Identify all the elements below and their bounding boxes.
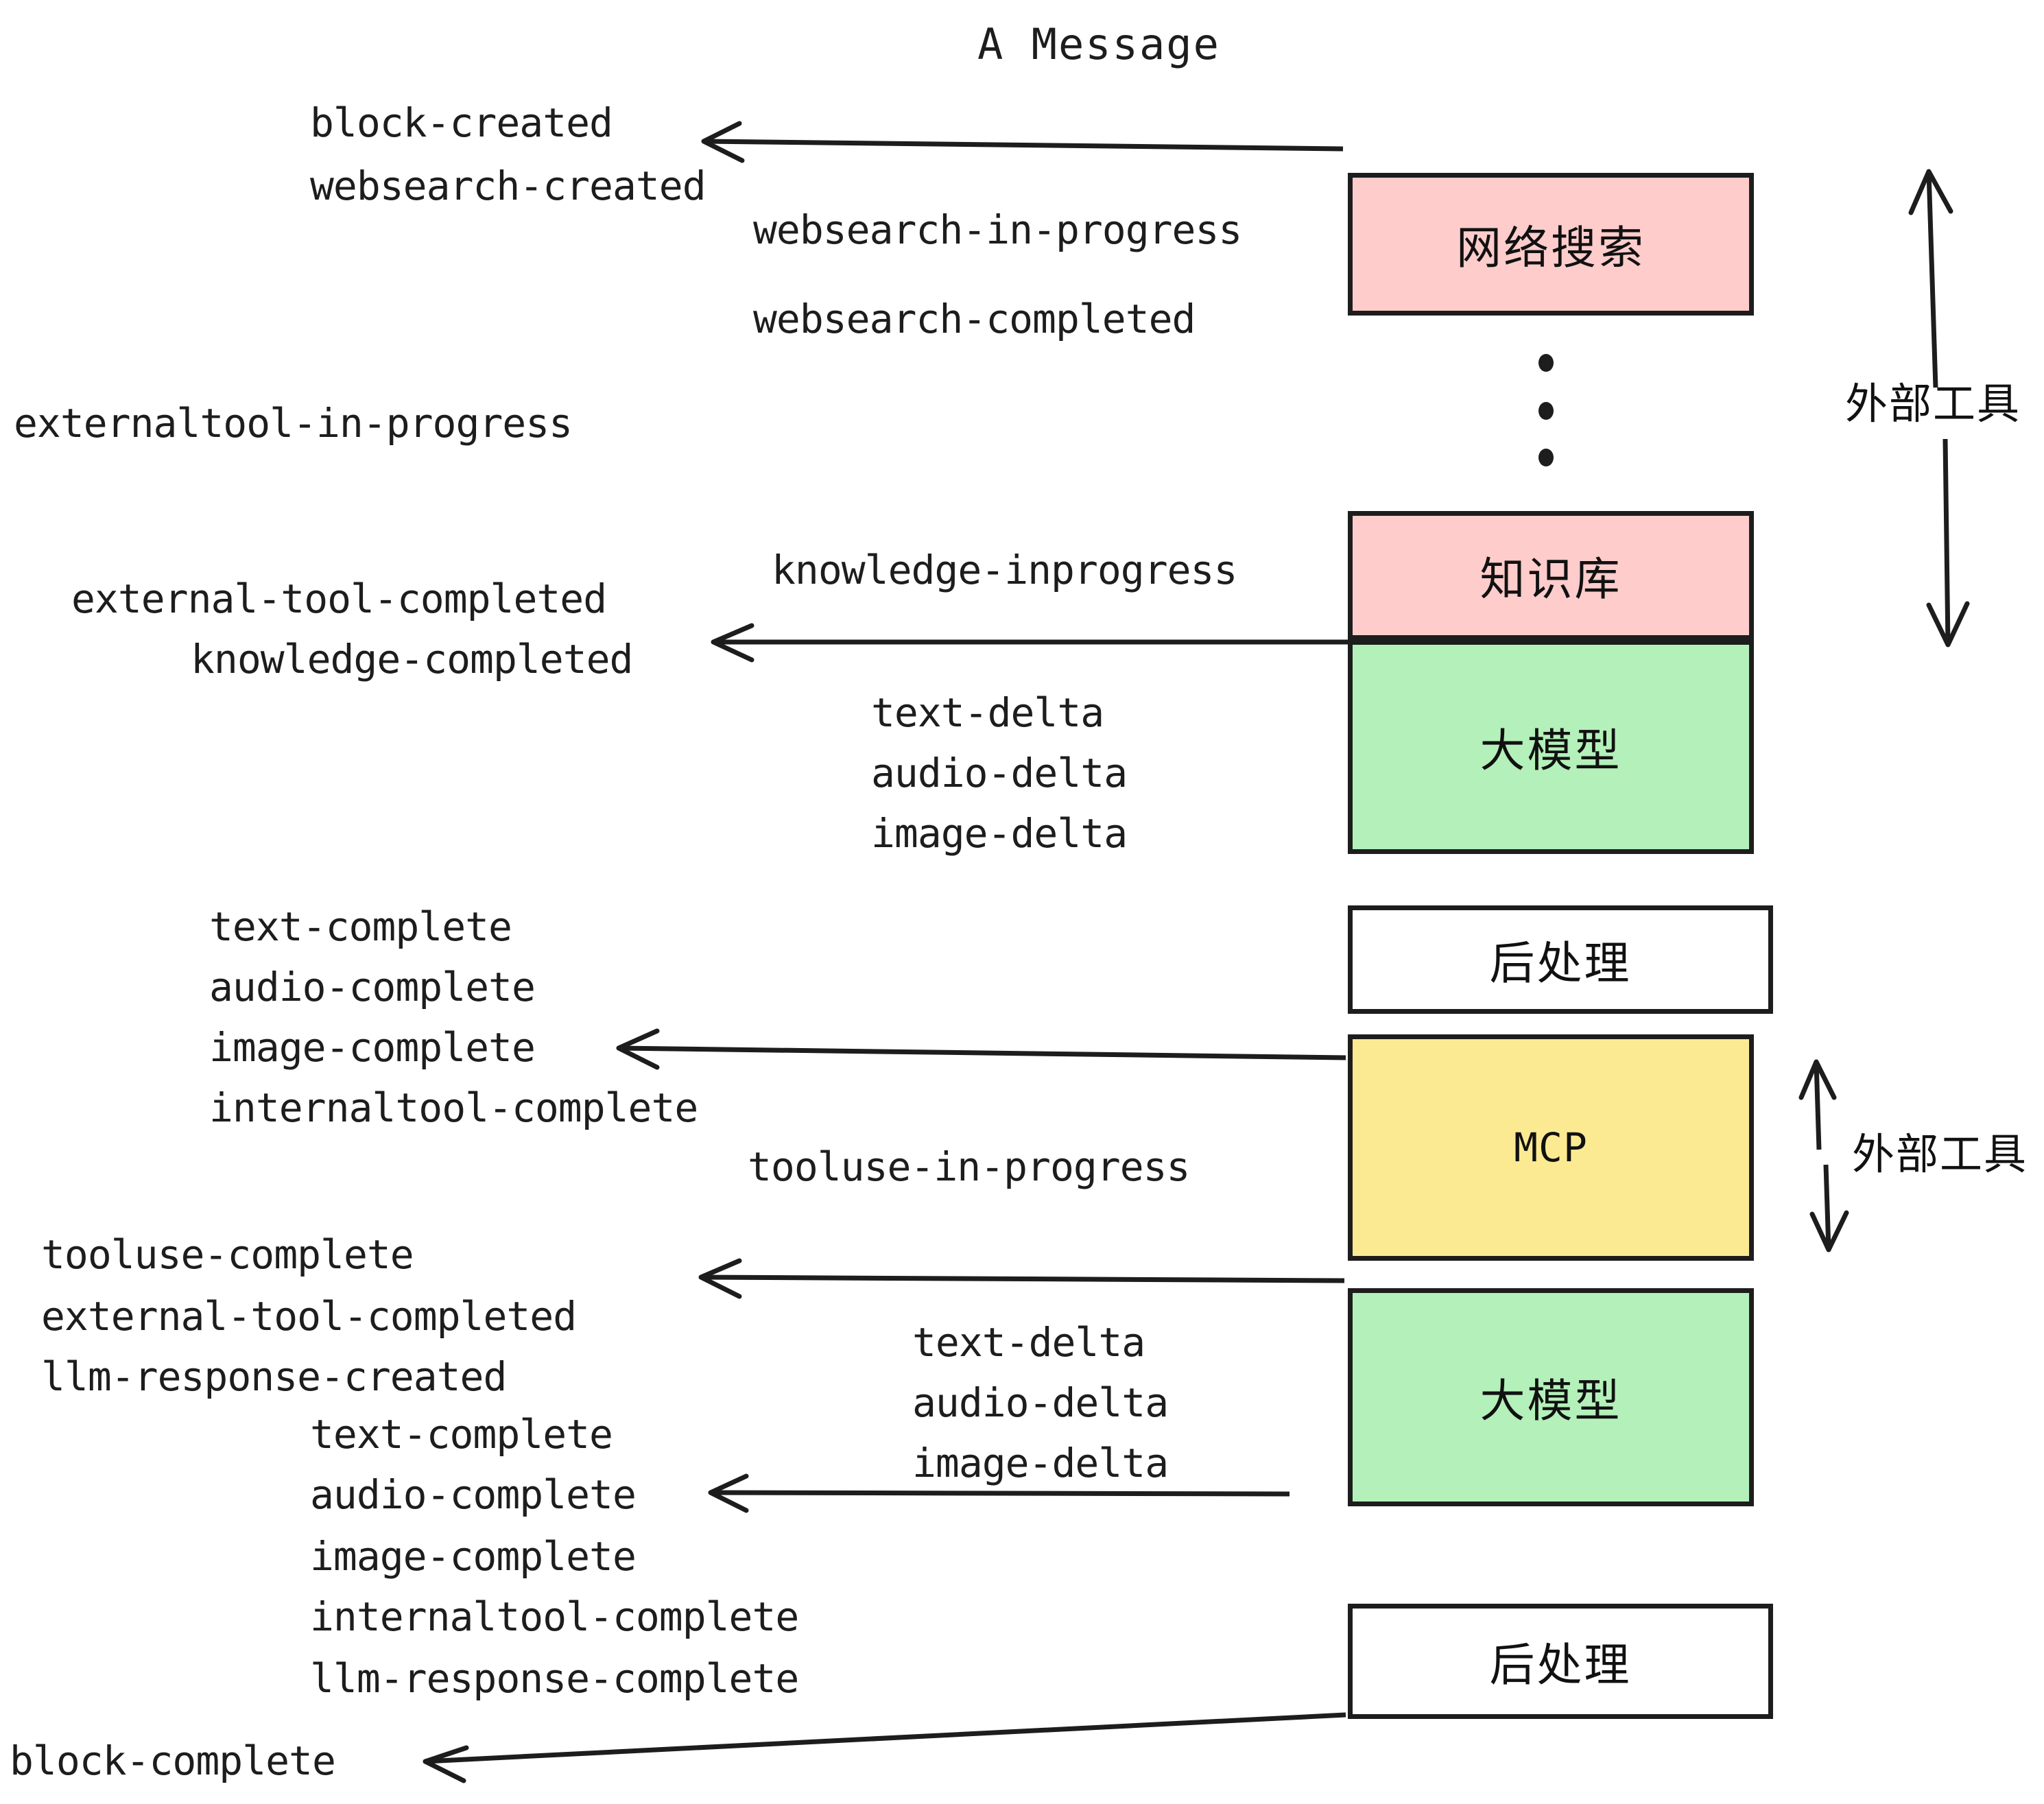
diagram-title: A Message <box>977 19 1220 69</box>
event-audio-delta-1: audio-delta <box>871 750 1128 796</box>
box-postprocess-1[interactable]: 后处理 <box>1348 905 1773 1014</box>
event-audio-complete-2: audio-complete <box>310 1471 637 1518</box>
external-tool-bracket-top <box>1908 169 1970 648</box>
box-llm-1[interactable]: 大模型 <box>1348 640 1754 854</box>
event-image-delta-2: image-delta <box>912 1440 1169 1486</box>
event-audio-delta-2: audio-delta <box>912 1379 1169 1426</box>
box-websearch-label: 网络搜索 <box>1456 222 1645 274</box>
arrow-image-complete <box>616 1028 1346 1070</box>
annotation-external-tool-top: 外部工具 <box>1845 379 2021 429</box>
box-mcp-label: MCP <box>1514 1124 1588 1171</box>
event-block-complete: block-complete <box>10 1737 336 1784</box>
event-tooluse-in-progress: tooluse-in-progress <box>748 1143 1190 1190</box>
event-websearch-in-progress: websearch-in-progress <box>753 206 1242 253</box>
event-image-complete-1: image-complete <box>209 1024 536 1071</box>
event-external-tool-completed-1: external-tool-completed <box>71 575 607 622</box>
box-llm-2-label: 大模型 <box>1479 1375 1622 1427</box>
ellipsis-dot-1 <box>1538 354 1554 372</box>
arrow-tooluse-complete <box>698 1258 1345 1299</box>
event-internaltool-complete-1: internaltool-complete <box>209 1084 698 1131</box>
event-text-complete-1: text-complete <box>209 903 512 950</box>
arrow-websearch-created <box>701 121 1344 163</box>
event-websearch-completed: websearch-completed <box>753 296 1196 342</box>
event-llm-response-created: llm-response-created <box>41 1353 507 1400</box>
event-llm-response-complete: llm-response-complete <box>310 1655 799 1702</box>
arrow-audio-complete <box>708 1473 1290 1513</box>
event-block-created: block-created <box>310 99 613 146</box>
box-llm-2[interactable]: 大模型 <box>1348 1288 1754 1506</box>
event-internaltool-complete-2: internaltool-complete <box>310 1593 799 1640</box>
event-audio-complete-1: audio-complete <box>209 964 536 1010</box>
box-mcp[interactable]: MCP <box>1348 1034 1754 1261</box>
arrow-knowledge-completed <box>711 623 1348 663</box>
event-knowledge-inprogress: knowledge-inprogress <box>772 547 1237 593</box>
box-postprocess-2[interactable]: 后处理 <box>1348 1604 1773 1719</box>
event-image-delta-1: image-delta <box>871 810 1128 857</box>
box-postprocess-1-label: 后处理 <box>1489 937 1632 990</box>
box-websearch[interactable]: 网络搜索 <box>1348 173 1754 316</box>
external-tool-bracket-bottom <box>1798 1059 1849 1253</box>
event-external-tool-completed-2: external-tool-completed <box>41 1293 577 1340</box>
box-knowledge-label: 知识库 <box>1479 553 1622 606</box>
event-websearch-created: websearch-created <box>310 163 706 209</box>
annotation-external-tool-bottom: 外部工具 <box>1852 1129 2028 1179</box>
event-externaltool-in-progress: externaltool-in-progress <box>14 400 573 447</box>
box-llm-1-label: 大模型 <box>1479 724 1622 777</box>
event-image-complete-2: image-complete <box>310 1533 637 1580</box>
event-text-delta-1: text-delta <box>871 689 1104 736</box>
event-text-delta-2: text-delta <box>912 1319 1145 1366</box>
event-knowledge-completed: knowledge-completed <box>191 636 633 683</box>
box-knowledge[interactable]: 知识库 <box>1348 511 1754 640</box>
event-text-complete-2: text-complete <box>310 1411 613 1458</box>
box-postprocess-2-label: 后处理 <box>1489 1639 1632 1692</box>
ellipsis-dot-2 <box>1538 402 1554 420</box>
ellipsis-dot-3 <box>1538 449 1554 466</box>
event-tooluse-complete: tooluse-complete <box>41 1231 414 1278</box>
arrow-block-complete <box>423 1712 1346 1783</box>
